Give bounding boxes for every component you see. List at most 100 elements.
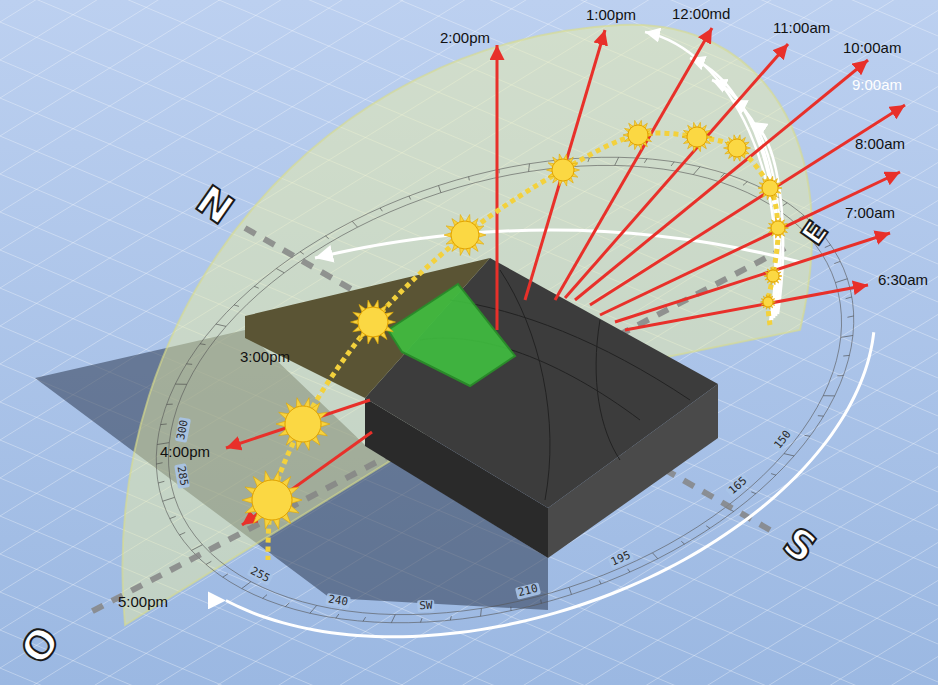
ring-tick (841, 335, 853, 337)
sun-icon (242, 471, 302, 529)
compass-letter: O (14, 620, 66, 671)
sun-ray-arrow (525, 30, 605, 300)
ring-tick (409, 196, 411, 199)
time-label: 4:00pm (160, 444, 210, 461)
sun-spike (351, 320, 359, 325)
degree-label: 195 (608, 549, 635, 570)
ring-tick (771, 474, 776, 476)
ring-tick (421, 618, 423, 622)
ring-tick (254, 286, 259, 288)
grid-line (0, 656, 938, 685)
terrain-block (245, 258, 718, 558)
sun-spike (388, 320, 396, 325)
ring-tick (200, 343, 205, 345)
degree-label: 210 (514, 583, 540, 600)
ring-tick (161, 423, 167, 425)
degree-label: 165 (725, 474, 751, 499)
ring-tick (743, 182, 747, 186)
sun-disc (252, 480, 292, 520)
sun-icon (623, 120, 653, 149)
sun-spike (292, 497, 302, 503)
horizon-arc (315, 230, 800, 262)
sun-disc (285, 406, 321, 442)
ring-tick (751, 492, 756, 494)
grid-line (0, 0, 938, 60)
sun-ray-arrow (575, 60, 868, 300)
grid-line (0, 592, 938, 685)
ring-tick (170, 516, 176, 518)
azimuth-arc (226, 332, 874, 637)
ring-tick (588, 158, 590, 162)
ring-tick (263, 595, 267, 599)
ring-tick (706, 526, 710, 528)
sun-rays (226, 28, 905, 525)
ring-tick (615, 157, 619, 165)
degree-label: 150 (771, 427, 795, 453)
sun-spike (724, 147, 729, 150)
ring-tick (156, 463, 162, 464)
sun-disc (451, 221, 479, 249)
time-label: 1:00pm (586, 7, 636, 24)
sun-disc (358, 307, 388, 337)
ring-tick (167, 404, 173, 405)
ring-tick (569, 587, 571, 594)
altitude-arc (645, 32, 775, 322)
sun-spike (479, 233, 486, 237)
time-label: 10:00am (843, 40, 901, 57)
ring-tick (391, 615, 395, 623)
sun-spike (276, 421, 285, 427)
ring-tick (206, 561, 211, 564)
time-label: 7:00am (845, 205, 895, 222)
sun-disc (762, 180, 778, 196)
ring-tick (681, 541, 684, 544)
sun-positions (242, 120, 789, 529)
ring-tick (325, 236, 328, 239)
ring-tick (234, 305, 239, 307)
ring-tick (846, 297, 852, 299)
sun-ray-arrow (615, 233, 890, 322)
ring-tick (468, 177, 470, 181)
compass-letter: N (190, 179, 240, 231)
ring-tick (216, 324, 226, 326)
ring-tick (652, 553, 657, 559)
ring-tick (671, 162, 674, 166)
ring-tick (223, 574, 228, 577)
sky-dome (122, 25, 812, 625)
altitude-arc (732, 100, 780, 316)
sun-spike (321, 421, 330, 427)
motion-arcs (226, 32, 874, 637)
sun-path (268, 133, 778, 560)
ring-tick (599, 581, 601, 584)
time-label: 2:00pm (440, 30, 490, 47)
sun-ray-arrow (555, 28, 712, 300)
sun-icon (764, 267, 782, 285)
ring-tick (163, 497, 175, 501)
degree-label: 285 (174, 464, 190, 490)
time-label: 9:00am (852, 77, 902, 94)
sun-spike (648, 133, 653, 136)
time-label: 11:00am (773, 20, 830, 37)
ring-tick (336, 614, 339, 618)
ring-tick (644, 159, 647, 163)
sun-ray-arrow (590, 105, 905, 305)
sun-icon (724, 135, 751, 161)
sun-disc (687, 127, 707, 147)
ring-tick (693, 167, 700, 175)
ring-tick (782, 203, 787, 206)
sun-ray-arrow (565, 44, 788, 298)
ring-tick (835, 279, 847, 283)
ring-tick (380, 208, 382, 211)
altitude-arc (690, 58, 777, 320)
ring-tick (158, 481, 164, 483)
compass-letter: S (777, 520, 824, 569)
sun-spike (778, 187, 782, 190)
sun-icon (276, 398, 330, 451)
ring-tick (847, 316, 853, 317)
sun-spike (682, 135, 687, 138)
sun-spike (574, 168, 580, 171)
degree-label: 300 (175, 417, 191, 443)
sun-disc (552, 159, 574, 181)
sun-spike (242, 497, 252, 503)
